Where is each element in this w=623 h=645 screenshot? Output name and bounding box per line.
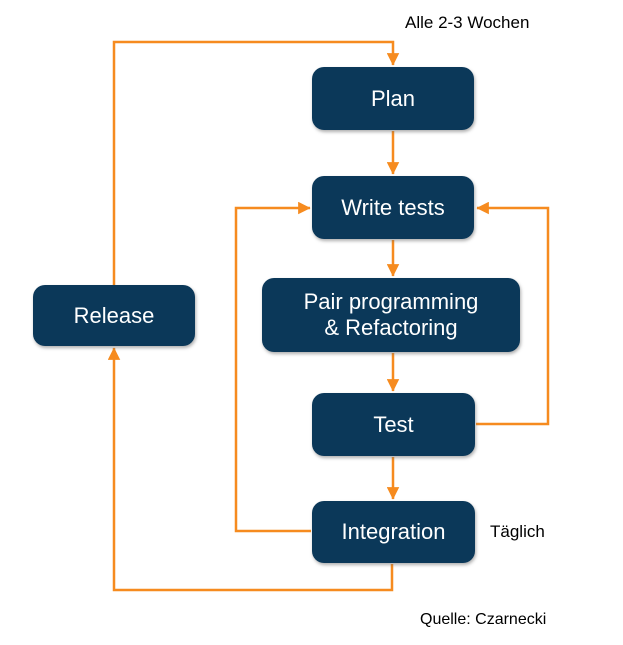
node-integration: Integration [312, 501, 475, 563]
daily-note: Täglich [490, 522, 545, 541]
connector-release-to-plan [112, 40, 400, 285]
node-write-tests-label: Write tests [341, 194, 445, 220]
node-pair-programming-label-line1: Pair programming [303, 289, 479, 315]
node-release-label: Release [73, 302, 155, 328]
node-plan: Plan [312, 67, 474, 130]
cycle-duration-note: Alle 2-3 Wochen [405, 13, 530, 32]
node-release: Release [33, 285, 195, 346]
connector-test-to-write-tests-loop [476, 201, 550, 426]
connector-integration-to-release-loop [107, 347, 394, 592]
source-note: Quelle: Czarnecki [420, 611, 547, 628]
node-write-tests: Write tests [312, 176, 474, 239]
node-test-label: Test [373, 411, 414, 437]
node-pair-programming-label-line2: & Refactoring [324, 315, 458, 340]
node-integration-label: Integration [341, 519, 446, 545]
node-plan-label: Plan [370, 85, 416, 111]
node-test: Test [312, 393, 475, 456]
connector-integration-to-write-tests-loop [234, 201, 311, 533]
node-pair-programming: Pair programming & Refactoring [262, 278, 520, 352]
